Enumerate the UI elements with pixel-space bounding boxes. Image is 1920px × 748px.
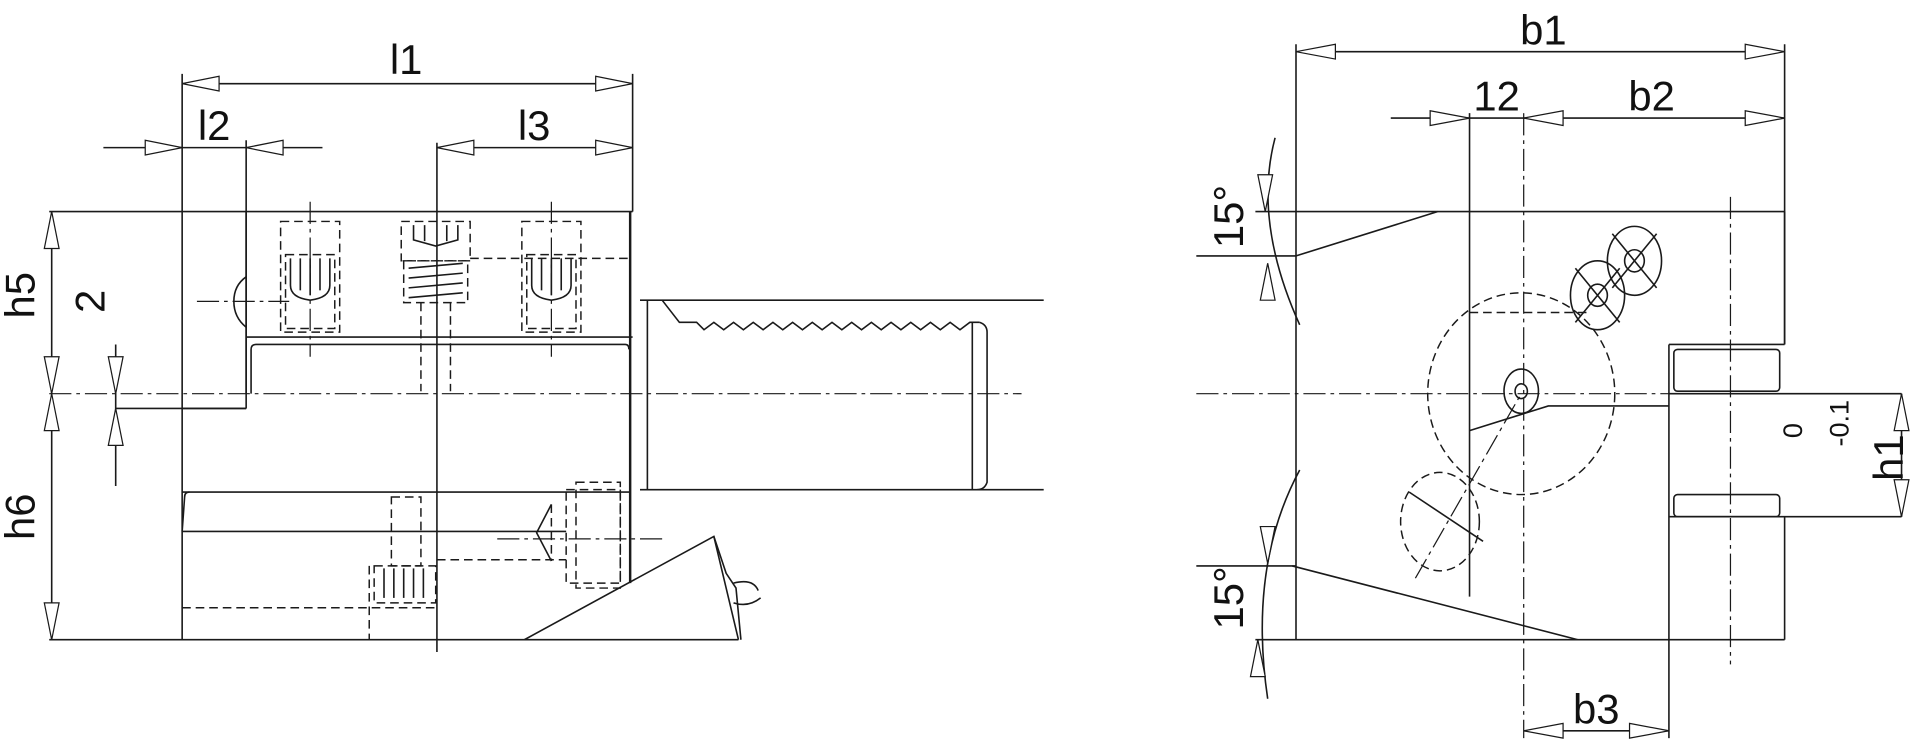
tolerance-lower: -0.1 (1824, 400, 1855, 447)
dimension-h5-h6: h5 h6 (0, 210, 247, 640)
dimension-b3: b3 (1523, 639, 1670, 739)
label-l1: l1 (390, 36, 423, 83)
label-b3: b3 (1573, 685, 1620, 732)
vdi-shank (49, 299, 1044, 491)
label-l3: l3 (518, 102, 551, 149)
label-b1: b1 (1520, 6, 1567, 53)
dimension-b1: b1 (1295, 6, 1786, 640)
angle-15-bottom: 15° (1196, 469, 1301, 699)
clamping-screw-2 (400, 220, 631, 392)
clamping-screw-1 (279, 201, 341, 357)
dimension-offset-2: 2 (67, 290, 247, 486)
side-view: l1 l2 l3 h5 h6 (0, 36, 1044, 653)
dimension-12-b2: 12 b2 (1390, 73, 1785, 739)
dimension-l2: l2 (103, 102, 323, 394)
label-angle-bottom: 15° (1205, 566, 1252, 629)
label-angle-top: 15° (1205, 185, 1252, 248)
label-b2: b2 (1628, 73, 1675, 120)
label-h1: h1 (1865, 434, 1912, 481)
label-l2: l2 (198, 102, 231, 149)
dimension-l1: l1 (181, 36, 634, 640)
coolant-screw (497, 481, 663, 589)
front-body (1196, 196, 1902, 665)
dimension-l3: l3 (436, 102, 633, 653)
label-2: 2 (67, 290, 114, 313)
front-view: b1 12 b2 (1196, 6, 1912, 739)
holes (1399, 225, 1663, 579)
clamping-screw-3 (521, 201, 582, 357)
wedge (523, 535, 762, 641)
label-h6: h6 (0, 493, 43, 540)
dimension-h1: h1 0 -0.1 (1777, 393, 1912, 517)
angle-15-top: 15° (1196, 137, 1301, 326)
lower-screw (373, 496, 437, 604)
label-12: 12 (1473, 73, 1520, 120)
tolerance-upper: 0 (1777, 423, 1808, 438)
label-h5: h5 (0, 272, 43, 319)
